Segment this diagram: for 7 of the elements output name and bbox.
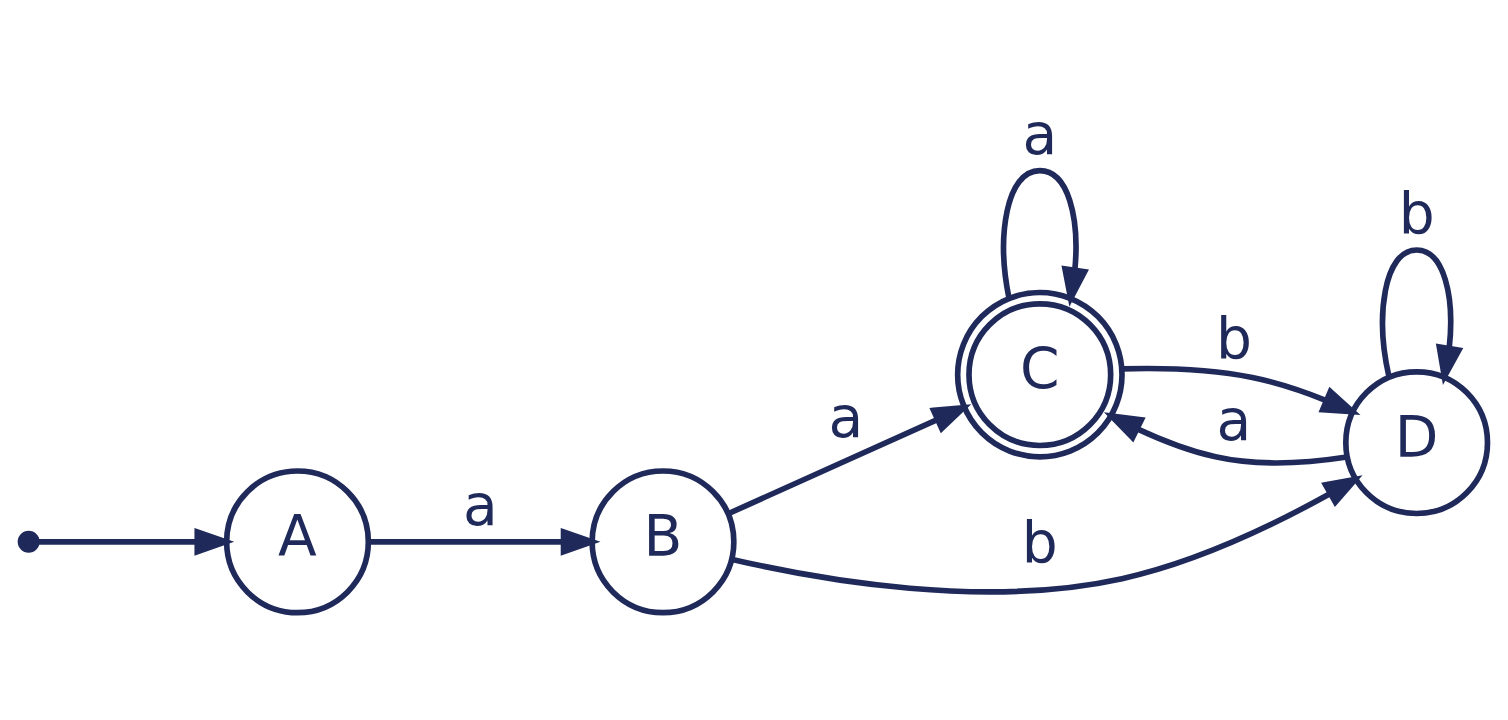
edge-label: b: [1398, 179, 1435, 246]
edge-label: b: [1021, 508, 1058, 575]
edge-label: a: [1216, 386, 1252, 453]
edge-label: a: [462, 471, 498, 538]
edge-label: a: [828, 383, 864, 450]
edge-label: b: [1215, 304, 1252, 371]
edge-label: a: [1022, 100, 1058, 167]
